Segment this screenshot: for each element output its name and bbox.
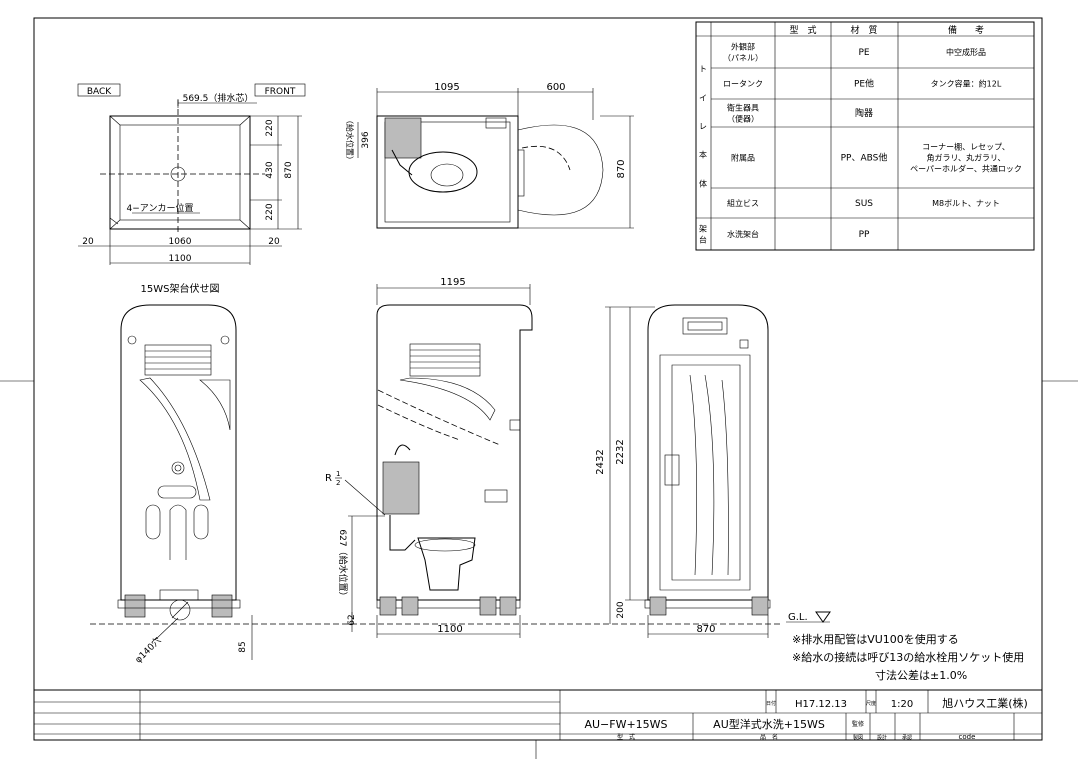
date-value: H17.12.13 bbox=[795, 699, 847, 710]
dim-2232: 2232 bbox=[615, 439, 626, 464]
supply-position-label: （給水位置） bbox=[345, 116, 355, 164]
spec-row-name: ロータンク bbox=[723, 79, 763, 88]
spec-row-note: 中空成形品 bbox=[946, 47, 986, 57]
spec-row-name: 外観部（パネル） bbox=[723, 41, 763, 62]
company-name: 旭ハウス工業(株) bbox=[942, 696, 1028, 710]
product-caption: 品 名 bbox=[760, 733, 778, 741]
spec-row-name: 附属品 bbox=[731, 152, 755, 162]
front-label: FRONT bbox=[265, 87, 296, 97]
spec-row-material: 陶器 bbox=[855, 107, 873, 119]
model-number: AU−FW+15WS bbox=[584, 718, 667, 731]
spec-row-name: 衛生器具（便器） bbox=[727, 102, 759, 123]
dim-85: 85 bbox=[238, 641, 248, 652]
header-type: 型 式 bbox=[789, 24, 816, 36]
dim-1060: 1060 bbox=[169, 237, 192, 247]
dim-20-right: 20 bbox=[268, 237, 280, 247]
spec-row-name: 水洗架台 bbox=[727, 229, 759, 239]
group-stand-text: 架台 bbox=[699, 225, 707, 245]
title-block: 日付 H17.12.13 尺度 1:20 旭ハウス工業(株) AU−FW+15W… bbox=[33, 689, 1043, 741]
dim-870-plan: 870 bbox=[284, 161, 294, 178]
notes: ※排水用配管はVU100を使用する ※給水の接続は呼び13の給水栓用ソケット使用… bbox=[792, 632, 1024, 682]
note-2: ※給水の接続は呼び13の給水栓用ソケット使用 bbox=[792, 650, 1024, 664]
sub-label-2: 設計 bbox=[877, 734, 887, 741]
product-name: AU型洋式水洗+15WS bbox=[713, 717, 825, 731]
code-label: code bbox=[959, 733, 976, 741]
dim-220-top: 220 bbox=[265, 119, 275, 136]
spec-row-material: SUS bbox=[855, 199, 873, 209]
dim-1195: 1195 bbox=[440, 277, 465, 288]
header-note: 備 考 bbox=[948, 24, 984, 36]
dim-1100-plan: 1100 bbox=[169, 254, 192, 264]
spec-row-material: PP、ABS他 bbox=[841, 152, 888, 164]
spec-row-material: PE他 bbox=[854, 78, 874, 90]
group-toilet-text: トイレ本体 bbox=[699, 65, 707, 189]
dim-396: 396 bbox=[361, 131, 371, 148]
group-label-stand: 架台 bbox=[699, 225, 707, 245]
spec-table: 型 式 材 質 備 考 トイレ本体 架台 外観部（パネル） PE 中空成形品ロータン… bbox=[695, 21, 1035, 251]
note-1: ※排水用配管はVU100を使用する bbox=[792, 632, 959, 646]
front-elevation: 2432 2232 200 870 G.L. bbox=[595, 304, 831, 638]
anchor-label: 4−アンカー位置 bbox=[127, 202, 194, 214]
spec-row-note: M8ボルト、ナット bbox=[932, 199, 1000, 208]
supply-627: 627（給水位置） bbox=[337, 529, 349, 600]
hole-dia: φ140穴 bbox=[132, 634, 163, 665]
group-label-toilet: トイレ本体 bbox=[699, 65, 707, 189]
dim-870-elev: 870 bbox=[696, 624, 715, 635]
gl-label: G.L. bbox=[788, 612, 808, 623]
dim-62: 62 bbox=[347, 614, 357, 625]
section-view: 1195 1100 R 1 2 bbox=[325, 277, 533, 638]
sub-label-1: 製図 bbox=[853, 734, 863, 741]
drain-dimension: 569.5（排水芯） bbox=[183, 92, 254, 104]
dim-220-bottom: 220 bbox=[265, 203, 275, 220]
dim-600: 600 bbox=[546, 82, 565, 93]
stand-title: 15WS架台伏せ図 bbox=[141, 282, 220, 295]
toilet-plan-view: 1095 600 （給水位置） 396 870 bbox=[345, 82, 634, 229]
back-label: BACK bbox=[87, 87, 112, 97]
check-label: 監修 bbox=[852, 720, 864, 728]
spec-row-name: 組立ビス bbox=[727, 198, 759, 208]
dim-430: 430 bbox=[265, 161, 275, 178]
spec-row-note: コーナー棚、レセップ、角ガラリ、丸ガラリ、ペーパーホルダー、共通ロック bbox=[910, 141, 1022, 173]
dim-870-toilet-plan: 870 bbox=[616, 159, 627, 178]
dim-200: 200 bbox=[616, 601, 626, 618]
model-caption: 型 式 bbox=[617, 733, 635, 741]
spec-row-note: タンク容量：約12L bbox=[931, 78, 1002, 88]
r-label: R bbox=[325, 473, 332, 484]
note-3: 寸法公差は±1.0% bbox=[875, 668, 967, 682]
scale-value: 1:20 bbox=[891, 699, 913, 710]
spec-row-material: PE bbox=[858, 48, 869, 58]
dim-1100-section: 1100 bbox=[437, 624, 462, 635]
sub-label-3: 承認 bbox=[902, 734, 912, 741]
r-num: 1 bbox=[336, 470, 340, 478]
spec-row-material: PP bbox=[859, 230, 870, 240]
dim-1095: 1095 bbox=[434, 82, 459, 93]
dim-2432: 2432 bbox=[595, 449, 606, 474]
scale-label: 尺度 bbox=[866, 700, 876, 707]
r-den: 2 bbox=[336, 479, 340, 487]
dim-20-left: 20 bbox=[82, 237, 94, 247]
date-label: 日付 bbox=[766, 700, 776, 707]
header-material: 材 質 bbox=[850, 24, 877, 36]
stand-plan-view: BACK FRONT 569.5（排水芯） 4−アンカー位置 20 1060 2… bbox=[77, 83, 306, 265]
